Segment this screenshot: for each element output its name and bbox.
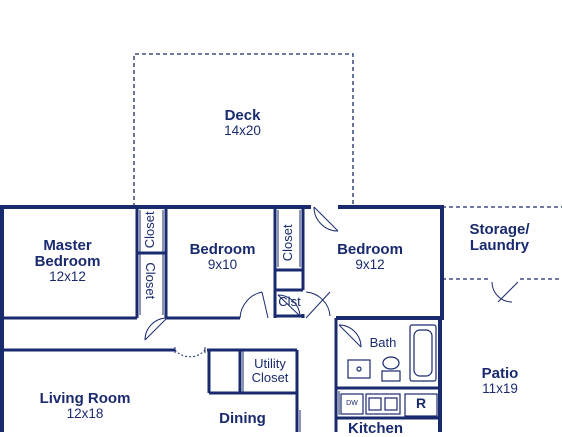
bedroom2-dims: 9x12 bbox=[355, 256, 385, 272]
bath-label: Bath bbox=[369, 335, 397, 350]
patio-name: Patio bbox=[481, 365, 519, 382]
dw-label: DW bbox=[346, 400, 358, 407]
living-dims: 12x18 bbox=[66, 405, 104, 421]
deck-name: Deck bbox=[224, 107, 261, 124]
closet-b-label: Closet bbox=[142, 262, 158, 300]
utility-name-1: Utility bbox=[254, 356, 286, 371]
door-swings bbox=[144, 206, 519, 358]
thin-lines bbox=[139, 210, 340, 432]
patio-dims: 11x19 bbox=[482, 380, 518, 396]
master-label: Master Bedroom 12x12 bbox=[20, 238, 115, 284]
dining-label: Dining bbox=[219, 410, 266, 427]
range-label: R bbox=[415, 395, 427, 411]
living-label: Living Room 12x18 bbox=[25, 391, 145, 421]
bath-fixtures bbox=[347, 324, 437, 382]
bedroom2-name: Bedroom bbox=[337, 241, 403, 258]
bedroom1-name: Bedroom bbox=[189, 241, 256, 258]
exterior-walls bbox=[0, 205, 444, 432]
deck-label: Deck 14x20 bbox=[205, 108, 280, 138]
interior-walls bbox=[2, 207, 440, 432]
deck-dims: 14x20 bbox=[224, 122, 261, 138]
clst-label: Clst bbox=[278, 294, 301, 309]
master-name-2: Bedroom bbox=[34, 252, 101, 270]
master-dims: 12x12 bbox=[49, 268, 86, 284]
closet-a-label: Closet bbox=[142, 211, 158, 249]
bedroom2-label: Bedroom 9x12 bbox=[325, 242, 415, 272]
storage-name-2: Laundry bbox=[469, 236, 530, 254]
storage-name-1: Storage/ bbox=[469, 221, 530, 238]
utility-label: Utility Closet bbox=[243, 357, 297, 384]
bedroom1-dims: 9x10 bbox=[207, 256, 238, 272]
closet-c-label: Closet bbox=[280, 224, 296, 262]
storage-label: Storage/ Laundry bbox=[452, 222, 547, 254]
kitchen-label: Kitchen bbox=[347, 420, 403, 437]
bedroom1-label: Bedroom 9x10 bbox=[180, 242, 265, 272]
master-name-1: Master bbox=[43, 237, 92, 254]
patio-label: Patio 11x19 bbox=[465, 366, 535, 396]
kitchen-fixtures bbox=[340, 393, 438, 417]
living-name: Living Room bbox=[39, 390, 131, 407]
deck-outline bbox=[133, 53, 354, 207]
utility-name-2: Closet bbox=[251, 369, 289, 385]
storage-patio-outline bbox=[442, 206, 562, 280]
